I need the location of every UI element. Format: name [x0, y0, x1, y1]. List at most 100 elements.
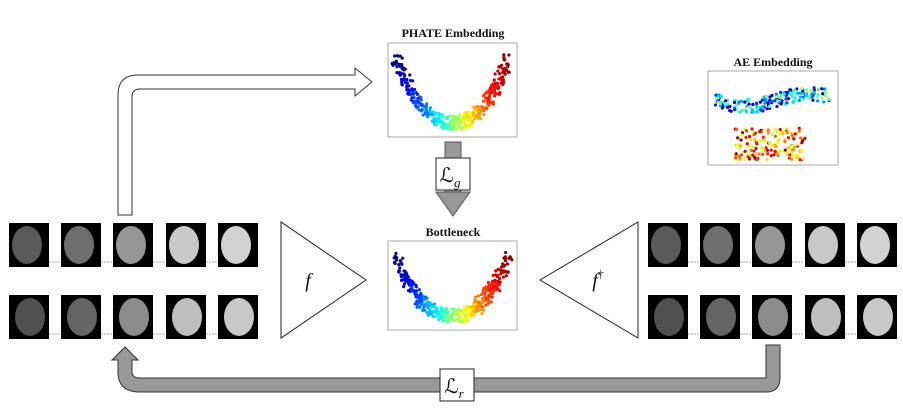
- face-image: [648, 223, 688, 267]
- scatter-point: [433, 309, 437, 314]
- scatter-point: [729, 109, 733, 113]
- scatter-point: [754, 140, 758, 145]
- encoder-label: f: [305, 270, 313, 292]
- scatter-point: [738, 157, 742, 161]
- scatter-point: [753, 155, 757, 159]
- scatter-point: [738, 110, 742, 114]
- scatter-point: [713, 103, 718, 107]
- face-image: [752, 295, 792, 339]
- scatter-point: [473, 108, 477, 112]
- scatter-point: [793, 132, 797, 136]
- scatter-point: [498, 280, 502, 284]
- scatter-point: [438, 311, 442, 315]
- face-image: [61, 223, 101, 267]
- phate-scatter: [390, 53, 511, 132]
- scatter-point: [398, 266, 402, 270]
- scatter-point: [457, 113, 462, 117]
- scatter-point: [488, 291, 493, 296]
- geometry-loss-arrow: ℒg: [435, 141, 471, 217]
- scatter-point: [734, 152, 738, 156]
- scatter-point: [496, 287, 500, 291]
- scatter-point: [754, 146, 758, 151]
- scatter-point: [776, 153, 780, 158]
- scatter-point: [397, 62, 401, 67]
- scatter-point: [505, 262, 510, 266]
- scatter-point: [453, 114, 457, 118]
- scatter-point: [481, 296, 485, 301]
- scatter-point: [749, 138, 753, 142]
- scatter-point: [469, 115, 473, 120]
- scatter-point: [743, 157, 747, 161]
- scatter-point: [457, 117, 461, 122]
- face-image: [700, 295, 740, 339]
- scatter-point: [773, 128, 778, 132]
- scatter-point: [766, 101, 770, 105]
- scatter-point: [758, 100, 762, 104]
- scatter-point: [464, 319, 468, 323]
- scatter-point: [394, 258, 398, 262]
- scatter-point: [439, 306, 444, 310]
- face-image: [218, 295, 258, 339]
- scatter-point: [757, 152, 761, 156]
- scatter-point: [764, 99, 768, 103]
- face-image: [752, 223, 792, 267]
- scatter-point: [820, 97, 824, 101]
- scatter-point: [496, 267, 500, 271]
- scatter-point: [444, 311, 448, 315]
- scatter-point: [795, 153, 799, 157]
- scatter-point: [732, 100, 737, 104]
- face-image: [166, 223, 206, 267]
- scatter-point: [751, 130, 755, 134]
- scatter-point: [504, 274, 508, 278]
- scatter-point: [714, 93, 718, 97]
- scatter-point: [400, 56, 404, 60]
- scatter-point: [789, 88, 793, 92]
- scatter-point: [450, 307, 454, 311]
- scatter-point: [397, 269, 401, 273]
- scatter-point: [468, 124, 472, 128]
- scatter-point: [445, 314, 449, 318]
- scatter-point: [800, 87, 804, 91]
- scatter-point: [401, 256, 405, 260]
- scatter-point: [504, 259, 508, 263]
- scatter-point: [761, 109, 765, 113]
- scatter-point: [403, 269, 407, 274]
- face-image: [218, 223, 258, 267]
- scatter-point: [797, 98, 801, 102]
- scatter-point: [484, 96, 488, 100]
- scatter-point: [489, 300, 493, 304]
- scatter-point: [425, 115, 430, 119]
- scatter-point: [827, 97, 831, 102]
- scatter-point: [438, 315, 442, 320]
- scatter-point: [735, 127, 739, 131]
- scatter-point: [400, 62, 404, 67]
- scatter-point: [412, 288, 416, 293]
- scatter-point: [468, 121, 472, 125]
- scatter-point: [786, 151, 791, 155]
- face-image: [700, 223, 740, 267]
- scatter-point: [425, 111, 430, 116]
- scatter-point: [492, 86, 496, 90]
- scatter-point: [454, 127, 458, 131]
- scatter-point: [747, 152, 751, 156]
- scatter-point: [496, 86, 500, 91]
- scatter-point: [418, 305, 422, 309]
- scatter-point: [486, 298, 490, 302]
- scatter-point: [438, 119, 442, 124]
- scatter-point: [791, 149, 795, 153]
- scatter-point: [483, 92, 487, 96]
- face-image: [9, 223, 49, 267]
- scatter-point: [412, 282, 416, 286]
- scatter-point: [755, 152, 759, 156]
- scatter-point: [780, 99, 784, 103]
- scatter-point: [774, 144, 778, 149]
- scatter-point: [411, 89, 415, 93]
- scatter-point: [485, 106, 489, 110]
- scatter-point: [408, 88, 412, 92]
- scatter-point: [783, 139, 787, 144]
- scatter-point: [394, 59, 398, 63]
- scatter-point: [764, 146, 768, 150]
- scatter-point: [790, 134, 794, 138]
- scatter-point: [455, 308, 459, 312]
- scatter-point: [823, 90, 828, 94]
